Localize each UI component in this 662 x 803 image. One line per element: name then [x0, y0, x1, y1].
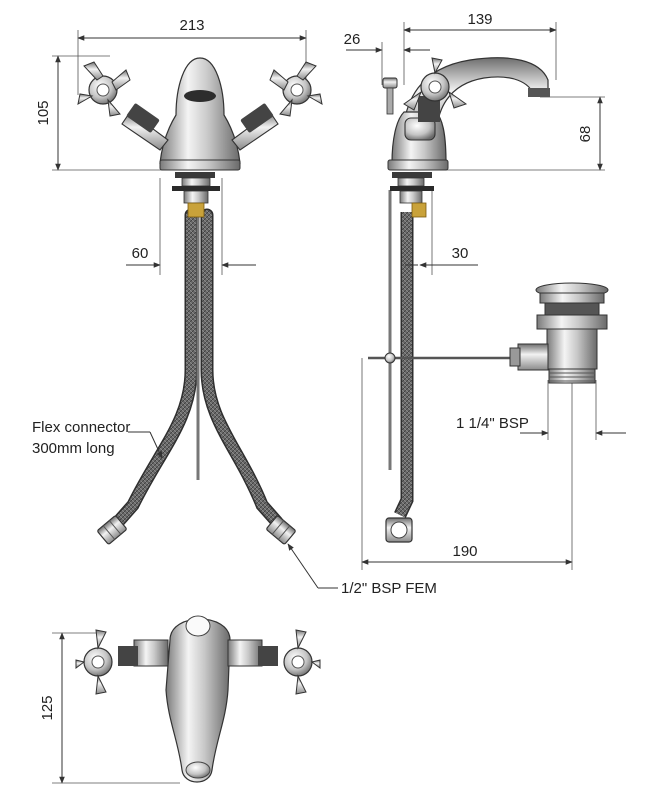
top-left-handle: [75, 629, 169, 695]
dim-handle-offset: 26: [344, 31, 361, 48]
dim-top-view-depth: 125: [39, 695, 56, 720]
waste-thread-label: 1 1/4" BSP: [456, 415, 529, 432]
spout-top: [165, 618, 231, 783]
dim-spout-reach: 139: [467, 11, 492, 28]
side-view: 139 26 68 30 1 1/4" BSP 190: [344, 11, 626, 570]
dim-side-pipe-offset: 30: [452, 245, 469, 262]
dim-waste-reach: 190: [452, 543, 477, 560]
dim-front-pipe-spacing: 60: [132, 245, 149, 262]
side-hex-nut-icon: [385, 517, 413, 543]
hex-nut-right-icon: [266, 515, 296, 545]
flex-connector-length: 300mm long: [32, 440, 115, 457]
popup-knob-icon: [382, 77, 398, 115]
flex-hose-right: [200, 208, 284, 529]
right-handle: [231, 61, 323, 151]
top-right-handle: [227, 629, 321, 695]
left-handle: [77, 61, 169, 151]
front-view: 213 105 60 Flex connector 300mm long 1/2…: [32, 17, 437, 597]
flex-connector-label: Flex connector: [32, 419, 130, 436]
flex-hose-left: [111, 208, 198, 529]
hex-nut-left-icon: [97, 515, 127, 545]
side-handle: [403, 57, 468, 141]
waste-fitting: [509, 282, 609, 384]
dim-spout-height: 68: [577, 126, 594, 143]
connector-thread-label: 1/2" BSP FEM: [341, 580, 437, 597]
top-view: 125: [39, 615, 321, 784]
tap-body-front: [159, 57, 241, 164]
dim-height-front: 105: [35, 100, 52, 125]
dim-overall-width: 213: [179, 17, 204, 34]
